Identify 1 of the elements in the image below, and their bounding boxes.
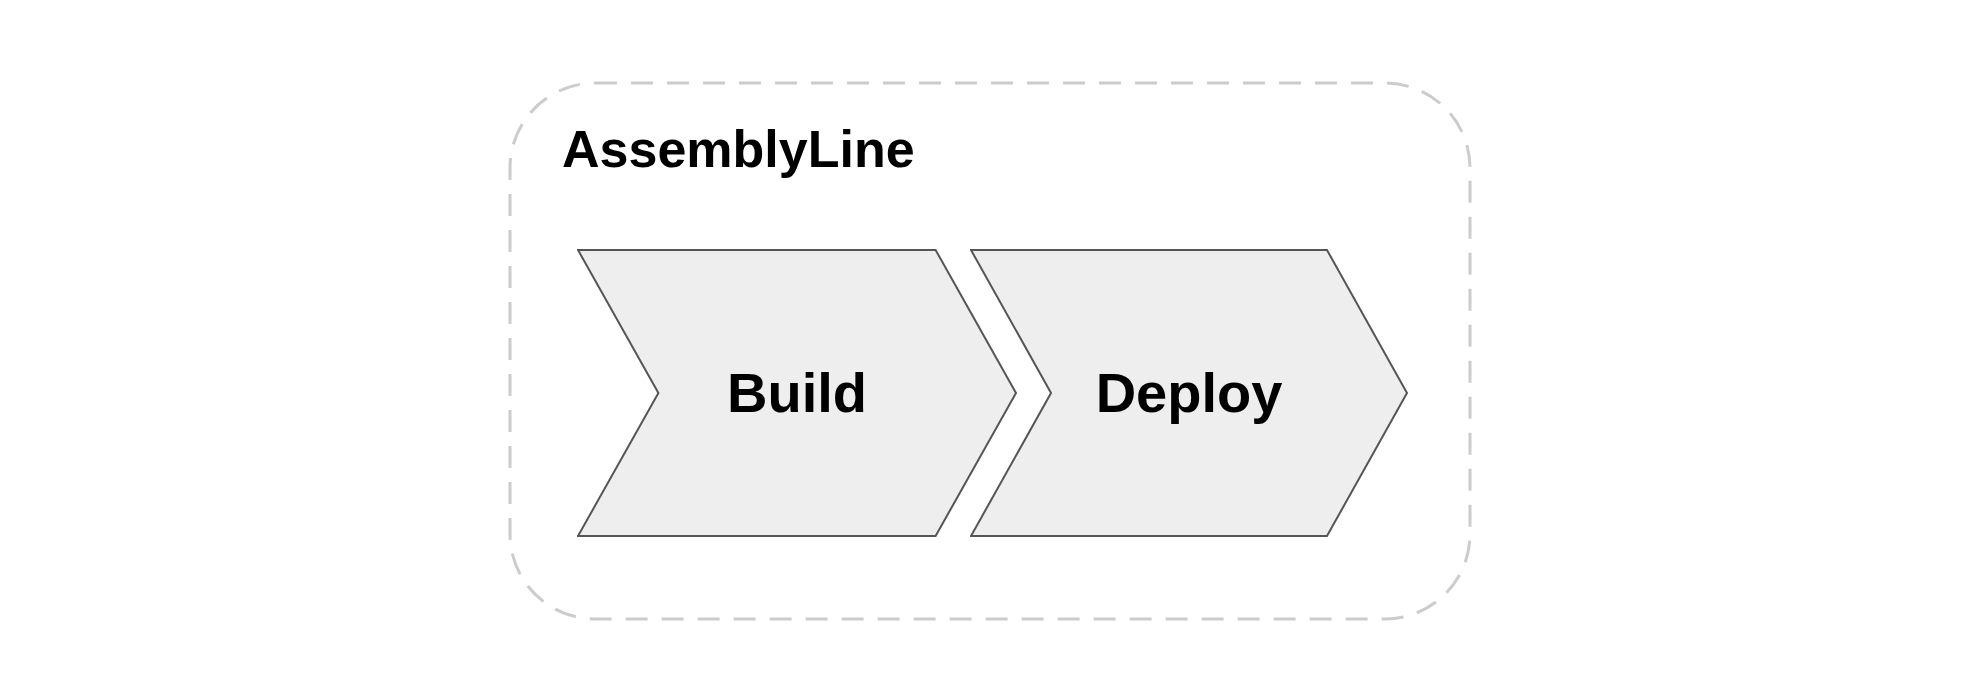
step-label: Build <box>727 365 867 421</box>
